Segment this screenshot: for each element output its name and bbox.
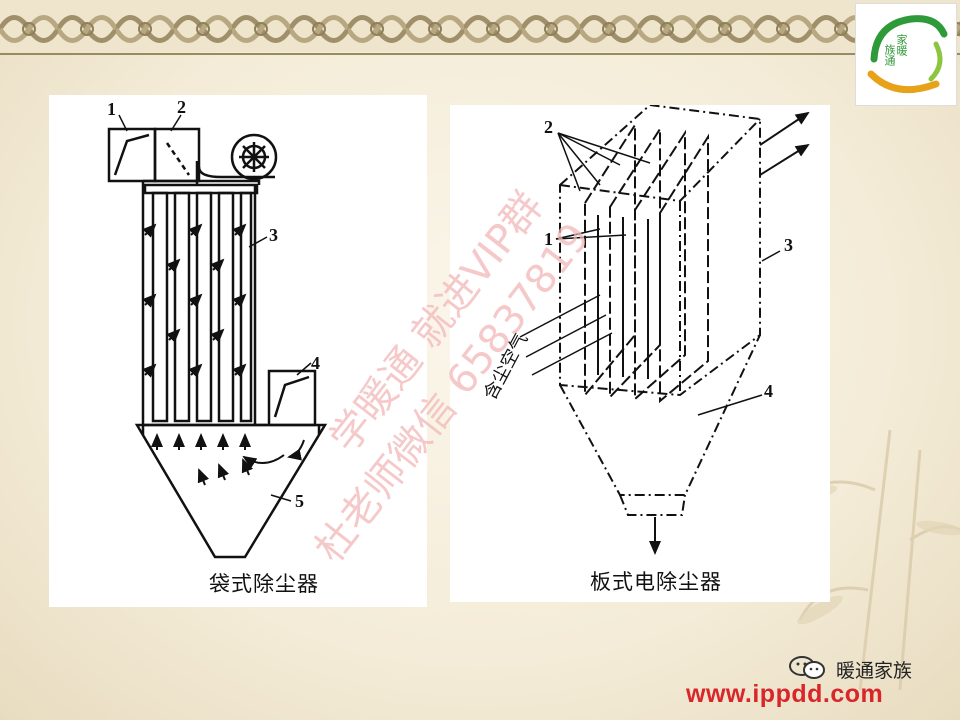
logo-text-line1: 家暖	[895, 34, 908, 56]
label-1: 1	[107, 99, 116, 119]
plate-esp-caption: 板式电除尘器	[590, 570, 722, 594]
label-3: 3	[269, 225, 278, 245]
site-url: www.ippdd.com	[686, 680, 884, 708]
logo-text-line2: 族通	[883, 44, 896, 66]
bag-filter-caption: 袋式除尘器	[209, 572, 319, 596]
label-5: 5	[295, 491, 304, 511]
label-2: 2	[177, 97, 186, 117]
inlet-label: 含尘空气	[480, 330, 532, 403]
plate-esp-diagram: 2 1 3 4 含尘空气	[480, 105, 810, 555]
label-3: 3	[784, 235, 793, 255]
label-1: 1	[544, 229, 553, 249]
wechat-account-name: 暖通家族	[836, 660, 913, 682]
brand-logo: 家暖 族通	[855, 3, 957, 106]
bag-filter-diagram: 1 2 3 4 5	[107, 97, 328, 559]
ornamental-border	[0, 0, 960, 55]
bag-filter-figure: 1 2 3 4 5 袋式除尘器	[49, 95, 427, 607]
plate-esp-figure: 2 1 3 4 含尘空气 板式电除尘器	[450, 105, 830, 602]
logo-swirl	[867, 15, 948, 94]
label-4: 4	[311, 353, 320, 373]
label-4: 4	[764, 381, 773, 401]
label-2: 2	[544, 117, 553, 137]
wechat-icon	[789, 656, 825, 679]
